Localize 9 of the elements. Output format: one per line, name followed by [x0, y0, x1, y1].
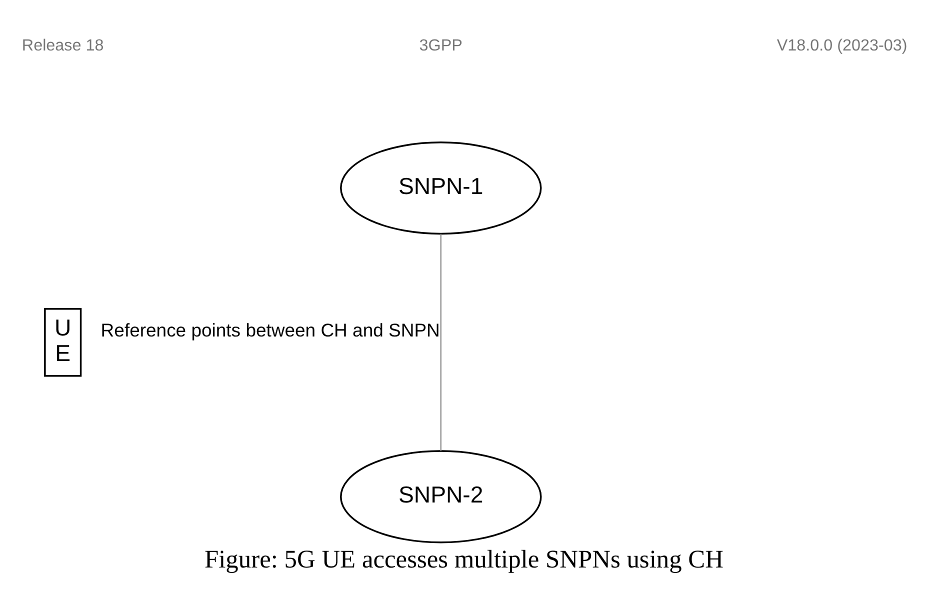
edge-label: Reference points between CH and SNPN: [100, 319, 440, 340]
node-ellipse: SNPN-1: [340, 142, 542, 235]
label: Release 18: [21, 36, 104, 55]
connector: [440, 234, 441, 451]
node-box: U E: [44, 308, 82, 377]
label: 3GPP: [418, 36, 462, 55]
caption: Figure: 5G UE accesses multiple SNPNs using CH: [204, 544, 724, 574]
node-ellipse: SNPN-2: [340, 450, 542, 544]
label: V18.0.0 (2023-03): [776, 36, 907, 55]
